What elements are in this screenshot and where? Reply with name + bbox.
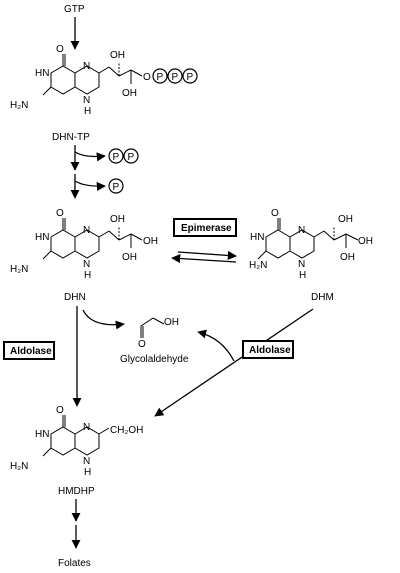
svg-text:N: N [298,259,305,270]
dhn-glycolaldehyde-release-arrow [82,309,125,330]
svg-text:H: H [84,270,91,281]
dhn-tp-label: DHN-TP [52,132,90,143]
dhm-to-hmdhp-arrow [154,308,314,417]
dhm-label: DHM [311,292,334,303]
svg-text:H: H [84,106,91,117]
aldolase-left-label: Aldolase [10,346,52,357]
pyrophosphate: P P [108,148,139,164]
svg-text:N: N [298,225,305,236]
phosphate-release-arrow [74,180,106,191]
folates-label: Folates [58,558,91,569]
svg-text:OH: OH [122,88,137,99]
svg-text:O: O [271,208,279,219]
aldolase-left-box [3,341,55,360]
svg-text:OH: OH [110,214,125,225]
epimerase-forward-arrow [177,250,237,260]
hmdhp-label: HMDHP [58,486,95,497]
svg-text:H₂N: H₂N [249,260,267,271]
svg-text:OH: OH [110,50,125,61]
dhn-tp-structure: O HN H₂N N N H OH OH O [10,44,151,117]
svg-text:OH: OH [143,236,158,247]
epimerase-box [173,218,237,237]
aldolase-right-label: Aldolase [249,345,291,356]
svg-text:P: P [113,152,120,163]
svg-text:OH: OH [338,214,353,225]
phosphate: P [108,178,124,194]
aldolase-right-box [242,340,294,359]
svg-text:O: O [56,44,64,55]
glycolaldehyde-label: Glycolaldehyde [120,354,189,365]
svg-text:P: P [172,72,179,83]
svg-text:O: O [143,72,151,83]
svg-text:OH: OH [122,252,137,263]
svg-text:P: P [157,72,164,83]
triphosphate-group: P P P [152,68,198,84]
svg-text:HN: HN [35,68,49,79]
svg-text:H₂N: H₂N [10,100,28,111]
svg-text:OH: OH [340,252,355,263]
svg-text:HN: HN [250,232,264,243]
svg-text:HN: HN [35,232,49,243]
svg-text:N: N [83,422,90,433]
dhm-glycolaldehyde-release-arrow [197,329,235,362]
dhm-structure: O HN H₂N N N H OH OH OH [249,208,373,281]
svg-text:N: N [83,95,90,106]
dhn-label: DHN [64,292,86,303]
svg-text:N: N [83,225,90,236]
dhn-structure: O HN H₂N N N H OH OH OH [10,208,158,281]
svg-text:N: N [83,61,90,72]
pyrophosphate-release-arrow [74,151,106,162]
svg-text:H: H [299,270,306,281]
svg-text:OH: OH [164,317,179,328]
glycolaldehyde-structure: O OH [138,317,179,350]
svg-text:P: P [113,182,120,193]
svg-text:HN: HN [35,429,49,440]
epimerase-label: Epimerase [181,223,232,234]
svg-text:OH: OH [358,236,373,247]
svg-text:P: P [128,152,135,163]
svg-text:P: P [187,72,194,83]
svg-text:H: H [84,467,91,478]
epimerase-reverse-arrow [171,253,237,264]
svg-text:N: N [83,259,90,270]
svg-text:O: O [56,208,64,219]
svg-text:H₂N: H₂N [10,461,28,472]
svg-text:H₂N: H₂N [10,264,28,275]
svg-text:N: N [83,456,90,467]
hmdhp-structure: O HN H₂N N N H CH₂OH [10,405,143,478]
svg-text:O: O [56,405,64,416]
gtp-label: GTP [64,4,85,15]
svg-text:CH₂OH: CH₂OH [110,425,143,436]
svg-text:O: O [138,339,146,350]
